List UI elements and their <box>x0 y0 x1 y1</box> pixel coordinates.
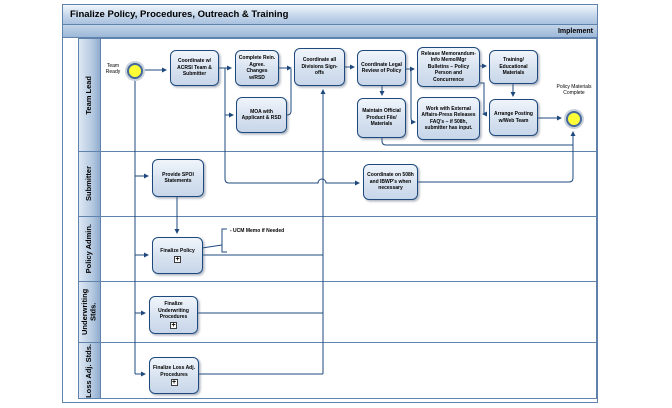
end-event <box>566 111 582 127</box>
task-arrange-posting: Arrange Posting w/Web Team <box>489 99 538 136</box>
task-coordinate-acrsi: Coordinate w/ ACRSI Team & Submitter <box>170 50 219 86</box>
task-coordinate-508h: Coordinate on 508h and IBWP's when neces… <box>363 164 418 200</box>
task-maintain-file: Maintain Official Product File/ Material… <box>357 98 406 138</box>
task-finalize-loss-adj: Finalize Loss Adj. Procedures <box>149 357 199 394</box>
diagram-title: Finalize Policy, Procedures, Outreach & … <box>70 9 289 20</box>
task-release-memo: Release Memorandum-Info Memo/Mgr Bulleti… <box>417 47 480 87</box>
task-finalize-policy: Finalize Policy <box>152 237 203 274</box>
text-annotation: - UCM Memo if Needed <box>230 228 285 234</box>
start-event <box>127 63 143 79</box>
task-moa: MOA with Applicant & RSD <box>236 97 287 133</box>
task-training-materials: Training/ Educational Materials <box>489 50 538 84</box>
task-provide-spoi: Provide SPOI Statements <box>152 159 204 197</box>
lane-label-submitter: Submitter <box>79 152 101 216</box>
task-complete-rein: Complete Rein. Agree. Changes w/RSD <box>235 50 279 86</box>
task-coordinate-divisions: Coordinate all Divisions Sign-offs <box>294 48 345 86</box>
lane-label-loss-adj-stds: Loss Adj. Stds. <box>79 343 101 398</box>
lane-label-policy-admin: Policy Admin. <box>79 217 101 281</box>
task-external-affairs: Work with External Affairs-Press Release… <box>417 97 480 140</box>
start-event-label: Team Ready <box>105 63 121 76</box>
diagram-title-bar: Finalize Policy, Procedures, Outreach & … <box>62 4 598 25</box>
task-finalize-underwriting: Finalize Underwriting Procedures <box>149 296 198 334</box>
subprocess-plus-icon <box>170 379 178 386</box>
phase-band: Implement <box>62 25 598 38</box>
subprocess-plus-icon <box>170 321 177 329</box>
lane-label-team-lead: Team Lead <box>79 39 101 151</box>
task-legal-review: Coordinate Legal Review of Policy <box>357 50 406 86</box>
subprocess-plus-icon <box>174 255 181 263</box>
end-event-label: Policy Materials Complete <box>556 84 592 97</box>
lane-label-underwriting-stds: Underwriting Stds. <box>79 282 101 342</box>
phase-label: Implement <box>557 27 593 35</box>
